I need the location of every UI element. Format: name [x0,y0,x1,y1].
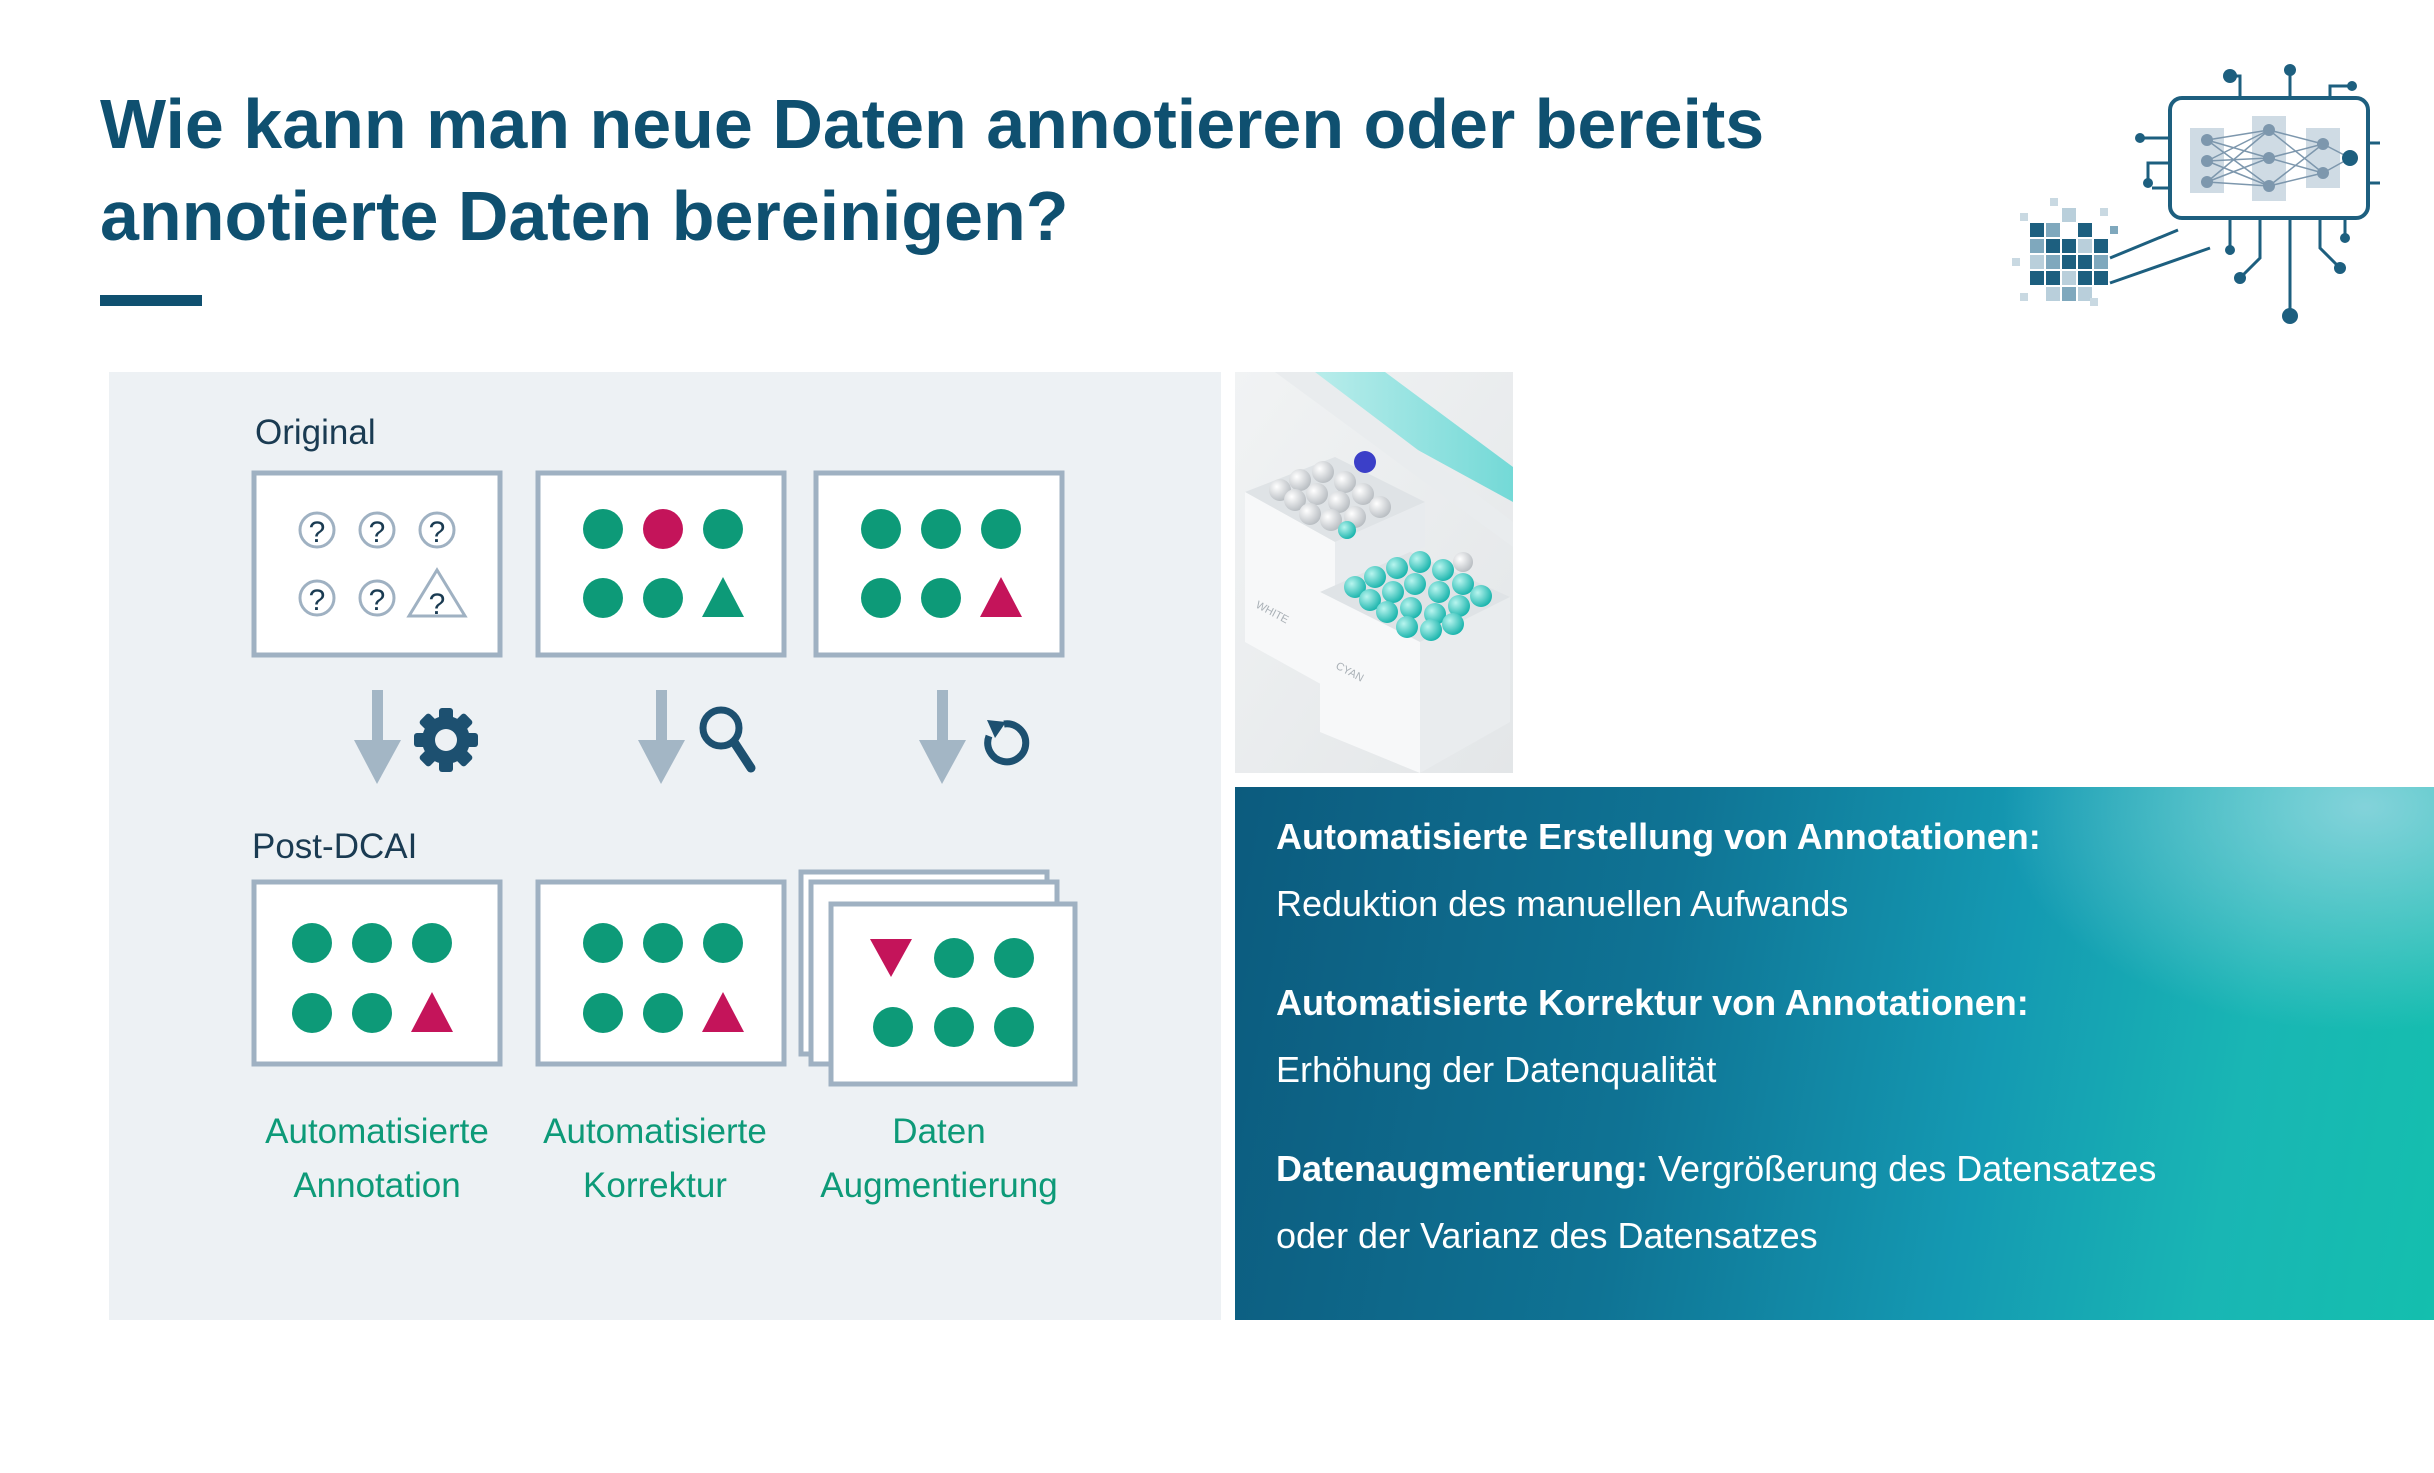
post-box-corrected [535,879,787,1067]
question-mark: ? [429,516,446,549]
green-circle [703,923,743,963]
green-circle [921,509,961,549]
caption-line: Augmentierung [820,1166,1058,1205]
caption-line: Automatisierte [543,1112,767,1151]
benefit-text-continued: oder der Varianz des Datensatzes [1276,1215,1818,1256]
benefit-heading: Automatisierte Erstellung von Annotation… [1276,816,2041,857]
white-balls [1269,461,1391,539]
green-circle [703,509,743,549]
down-arrow [919,690,966,784]
slide-title: Wie kann man neue Daten annotieren oder … [100,78,1880,262]
title-underline [100,295,202,306]
question-mark: ? [429,588,446,621]
question-mark: ? [369,516,386,549]
unlabeled-item: ? [358,511,396,549]
ai-chip-logo [2012,64,2380,324]
green-circle [934,938,974,978]
original-box-labeled [813,470,1065,658]
slide-title-line-1: Wie kann man neue Daten annotieren oder … [100,85,1765,163]
magenta-triangle-inverted [870,939,912,977]
green-circle [583,993,623,1033]
caption-line: Korrektur [583,1166,727,1205]
circuit-dots [2135,64,2357,324]
gear-icon [414,708,478,772]
question-mark: ? [369,584,386,617]
sorting-bins-illustration: WHITE CYAN [1235,372,1513,773]
green-circle [643,993,683,1033]
green-circle [643,578,683,618]
magenta-circle [643,509,683,549]
post-box-augmented [828,901,1078,1087]
green-circle [994,1007,1034,1047]
green-triangle [702,577,744,617]
benefit-data-augmentation: Datenaugmentierung: Vergrößerung des Dat… [1276,1135,2396,1269]
green-circle [921,578,961,618]
question-mark: ? [309,584,326,617]
magenta-triangle [980,577,1022,617]
down-arrow [638,690,685,784]
magenta-triangle [702,992,744,1032]
unlabeled-item: ? [418,511,456,549]
green-circle [292,993,332,1033]
question-mark: ? [309,516,326,549]
unlabeled-item: ? [298,579,336,617]
caption-line: Annotation [293,1166,461,1205]
green-circle [934,1007,974,1047]
unlabeled-item: ? [358,579,396,617]
benefit-automatic-creation: Automatisierte Erstellung von Annotation… [1276,803,2396,937]
label-post-dcai: Post-DCAI [252,827,418,866]
green-circle [292,923,332,963]
green-circle [352,993,392,1033]
benefit-heading: Automatisierte Korrektur von Annotatione… [1276,982,2029,1023]
benefit-heading: Datenaugmentierung: [1276,1148,1649,1189]
label-original: Original [255,413,376,452]
benefit-text: Vergrößerung des Datensatzes [1648,1148,2157,1189]
caption-automatic-correction: Automatisierte Korrektur [525,1105,785,1213]
green-circle [412,923,452,963]
green-circle [583,923,623,963]
magnifier-icon [699,706,756,773]
magenta-triangle [411,992,453,1032]
refresh-icon [984,720,1030,766]
green-circle [583,509,623,549]
slide-title-line-2: annotierte Daten bereinigen? [100,177,1069,255]
caption-data-augmentation: Daten Augmentierung [809,1105,1069,1213]
post-box-annotated [251,879,503,1067]
dcai-diagram-panel: ? ? ? ? ? ? [109,372,1221,1320]
green-circle [981,509,1021,549]
green-circle [873,1007,913,1047]
original-box-unlabeled [251,470,503,658]
green-circle [352,923,392,963]
original-box-mislabeled [535,470,787,658]
unlabeled-item: ? [406,567,468,621]
green-circle [643,923,683,963]
blue-ball [1354,451,1376,473]
cyan-balls [1344,551,1492,641]
caption-automatic-annotation: Automatisierte Annotation [247,1105,507,1213]
benefit-automatic-correction: Automatisierte Korrektur von Annotatione… [1276,969,2396,1103]
green-circle [583,578,623,618]
green-circle [861,578,901,618]
benefit-text: Erhöhung der Datenqualität [1276,1049,1717,1090]
down-arrow [354,690,401,784]
caption-line: Automatisierte [265,1112,489,1151]
unlabeled-item: ? [298,511,336,549]
dcai-diagram: ? ? ? ? ? ? [251,470,1078,1087]
benefits-box: Automatisierte Erstellung von Annotation… [1235,787,2434,1320]
green-circle [861,509,901,549]
benefit-text: Reduktion des manuellen Aufwands [1276,883,1849,924]
green-circle [994,938,1034,978]
pixel-cloud [2012,198,2118,306]
neural-network-icon [2190,116,2358,201]
caption-line: Daten [892,1112,986,1151]
